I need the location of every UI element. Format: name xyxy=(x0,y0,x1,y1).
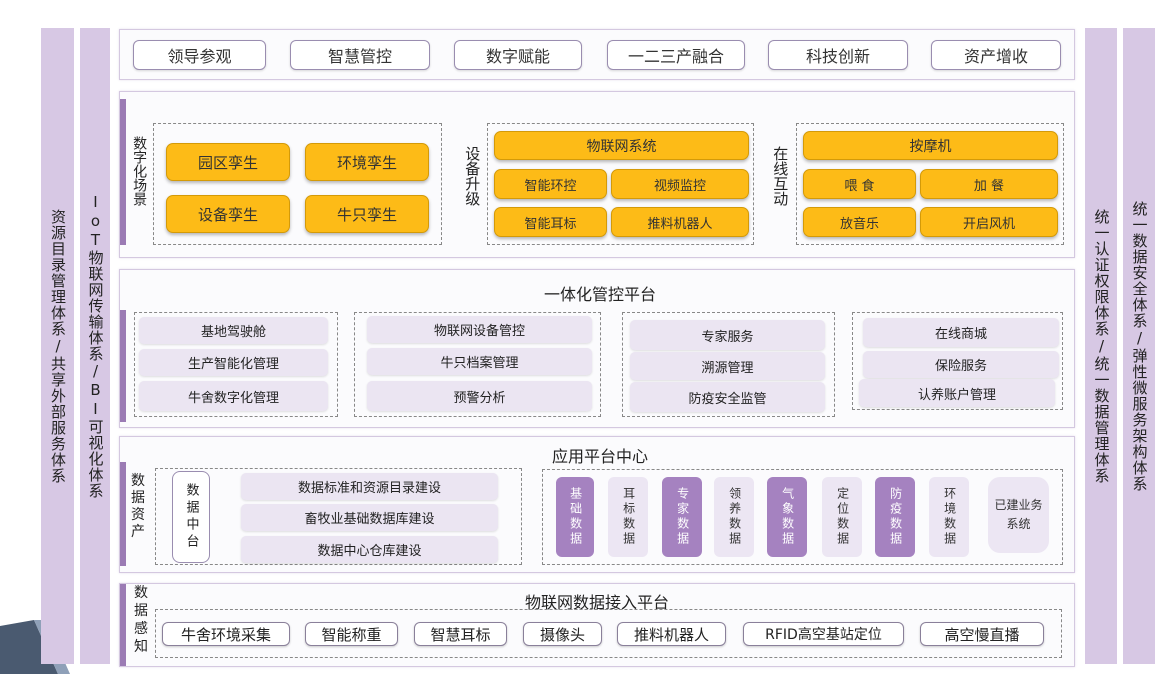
tab-smart-control[interactable]: 智慧管控 xyxy=(290,40,430,70)
scenes-accent xyxy=(120,99,126,245)
iot-video-monitor[interactable]: 视频监控 xyxy=(611,169,749,199)
data-column[interactable]: 防疫数据 xyxy=(875,477,915,557)
data-center-box[interactable]: 数据中台 xyxy=(172,471,210,563)
platform-item[interactable]: 认养账户管理 xyxy=(859,379,1055,407)
data-center-label: 数据中台 xyxy=(183,483,199,551)
iot-group xyxy=(487,123,754,245)
left-bar-iot-text: IoT物联网传输体系/BI可视化体系 xyxy=(86,193,105,499)
data-column[interactable]: 气象数据 xyxy=(767,477,807,557)
right-bar-auth-text: 统一认证权限体系/统一数据管理体系 xyxy=(1092,208,1111,484)
access-item-eartag[interactable]: 智慧耳标 xyxy=(414,622,507,646)
platform-item[interactable]: 在线商城 xyxy=(863,318,1059,347)
scene-cattle-twin[interactable]: 牛只孪生 xyxy=(305,195,429,233)
online-fan[interactable]: 开启风机 xyxy=(920,207,1058,237)
data-column[interactable]: 耳标数据 xyxy=(608,477,648,557)
platform-item[interactable]: 生产智能化管理 xyxy=(139,349,328,376)
iot-smart-env[interactable]: 智能环控 xyxy=(494,169,607,199)
data-column-label: 基础数据 xyxy=(568,487,583,547)
iot-access-title: 物联网数据接入平台 xyxy=(524,593,669,612)
data-column[interactable]: 环境数据 xyxy=(929,477,969,557)
iot-system-header[interactable]: 物联网系统 xyxy=(494,131,749,160)
built-systems-box[interactable]: 已建业务系统 xyxy=(988,477,1049,553)
data-asset-title: 数据资产 xyxy=(131,473,145,540)
online-music[interactable]: 放音乐 xyxy=(803,207,916,237)
data-column-label: 环境数据 xyxy=(942,487,957,547)
asset-list-item[interactable]: 数据标准和资源目录建设 xyxy=(241,473,498,500)
platform-item[interactable]: 基地驾驶舱 xyxy=(139,317,328,344)
online-extra-meal[interactable]: 加 餐 xyxy=(920,169,1058,199)
online-group xyxy=(796,123,1064,245)
platform-item[interactable]: 物联网设备管控 xyxy=(367,316,592,343)
right-bar-security: 统一数据安全体系/弹性微服务架构体系 xyxy=(1123,28,1155,664)
iot-access-group xyxy=(155,609,1062,658)
right-bar-security-text: 统一数据安全体系/弹性微服务架构体系 xyxy=(1130,200,1149,492)
data-column-label: 气象数据 xyxy=(780,487,795,547)
massage-header[interactable]: 按摩机 xyxy=(803,131,1058,160)
platform-item[interactable]: 牛舍数字化管理 xyxy=(139,381,328,411)
tab-digital-empower[interactable]: 数字赋能 xyxy=(454,40,582,70)
data-perception-title: 数据感知 xyxy=(134,585,148,655)
scene-title: 数字化场景 xyxy=(131,136,148,206)
access-item-weighing[interactable]: 智能称重 xyxy=(305,622,398,646)
data-column[interactable]: 专家数据 xyxy=(662,477,702,557)
platform-item[interactable]: 专家服务 xyxy=(630,320,825,350)
platform-group-1 xyxy=(134,312,338,417)
platform-item[interactable]: 牛只档案管理 xyxy=(367,348,592,375)
platform-accent xyxy=(120,310,126,422)
data-column-label: 耳标数据 xyxy=(621,487,636,547)
data-column[interactable]: 定位数据 xyxy=(822,477,862,557)
iot-feed-robot[interactable]: 推料机器人 xyxy=(611,207,749,237)
platform-title: 一体化管控平台 xyxy=(543,285,656,304)
app-center-title: 应用平台中心 xyxy=(551,447,648,466)
asset-list-item[interactable]: 畜牧业基础数据库建设 xyxy=(241,504,498,531)
platform-item[interactable]: 预警分析 xyxy=(367,381,592,411)
scene-env-twin[interactable]: 环境孪生 xyxy=(305,143,429,181)
access-item-feed-robot[interactable]: 推料机器人 xyxy=(617,622,726,646)
data-column-label: 领养数据 xyxy=(727,487,742,547)
scene-device-twin[interactable]: 设备孪生 xyxy=(166,195,290,233)
scene-group xyxy=(153,123,442,245)
left-bar-resource: 资源目录管理体系/共享外部服务体系 xyxy=(41,28,74,664)
right-bar-auth: 统一认证权限体系/统一数据管理体系 xyxy=(1085,28,1117,664)
app-center-accent xyxy=(120,462,126,566)
platform-item[interactable]: 防疫安全监管 xyxy=(630,382,825,412)
access-item-camera[interactable]: 摄像头 xyxy=(523,622,602,646)
online-title: 在线互动 xyxy=(771,146,790,206)
built-systems-label: 已建业务系统 xyxy=(994,497,1043,531)
left-bar-iot: IoT物联网传输体系/BI可视化体系 xyxy=(80,28,110,664)
tab-tech-innovation[interactable]: 科技创新 xyxy=(768,40,908,70)
tab-asset-income[interactable]: 资产增收 xyxy=(931,40,1061,70)
online-feed[interactable]: 喂 食 xyxy=(803,169,916,199)
platform-item[interactable]: 溯源管理 xyxy=(630,352,825,380)
tab-leader-visit[interactable]: 领导参观 xyxy=(133,40,266,70)
data-column[interactable]: 领养数据 xyxy=(714,477,754,557)
top-tabs-panel xyxy=(119,29,1075,80)
iot-access-accent xyxy=(120,584,126,666)
left-bar-resource-text: 资源目录管理体系/共享外部服务体系 xyxy=(49,208,67,484)
access-item-live-stream[interactable]: 高空慢直播 xyxy=(920,622,1044,646)
asset-list-item[interactable]: 数据中心仓库建设 xyxy=(241,536,498,563)
iot-smart-eartag[interactable]: 智能耳标 xyxy=(494,207,607,237)
data-asset-group xyxy=(155,468,522,565)
data-column-label: 定位数据 xyxy=(835,487,850,547)
platform-item[interactable]: 保险服务 xyxy=(863,351,1059,378)
upgrade-title: 设备升级 xyxy=(463,146,482,206)
data-column-label: 防疫数据 xyxy=(888,487,903,547)
data-column[interactable]: 基础数据 xyxy=(556,477,594,557)
data-columns-group xyxy=(542,469,1063,565)
platform-group-2 xyxy=(354,312,601,417)
access-item-rfid[interactable]: RFID高空基站定位 xyxy=(743,622,904,646)
data-column-label: 专家数据 xyxy=(675,487,690,547)
scene-park-twin[interactable]: 园区孪生 xyxy=(166,143,290,181)
tab-industry-fusion[interactable]: 一二三产融合 xyxy=(607,40,745,70)
platform-group-4 xyxy=(852,312,1063,410)
access-item-barn-env[interactable]: 牛舍环境采集 xyxy=(162,622,290,646)
platform-group-3 xyxy=(622,312,835,417)
